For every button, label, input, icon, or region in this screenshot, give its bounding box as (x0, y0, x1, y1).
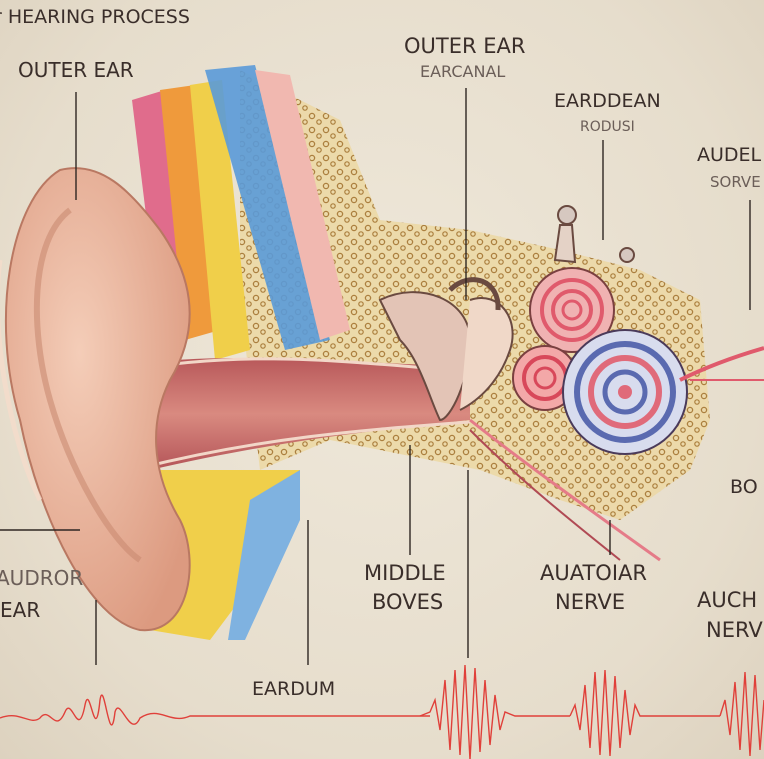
label-nerve: NERVE (555, 590, 626, 614)
layer-yellow (190, 80, 250, 360)
sound-waveform (0, 664, 764, 759)
label-outer-ear-2: OUTER EAR (404, 34, 526, 58)
label-earddean: EARDDEAN (554, 90, 661, 112)
label-middle: MIDDLE (364, 561, 446, 585)
ossicles (378, 291, 472, 422)
label-eardum: EARDUM (252, 678, 336, 700)
layer-orange (160, 85, 220, 340)
diagram-title: r HEARING PROCESS (0, 6, 190, 28)
label-earcanal: EARCANAL (420, 62, 506, 81)
label-boves: BOVES (372, 590, 444, 614)
leader-lines (0, 88, 751, 665)
label-sorve: SORVE (710, 173, 761, 191)
label-auatoiar: AUATOIAR (540, 561, 647, 585)
cochlea-main (562, 329, 688, 455)
label-auch: AUCH (697, 588, 758, 612)
layer-blue (205, 65, 330, 350)
label-outer-ear: OUTER EAR (18, 58, 134, 82)
label-audel: AUDEL (697, 144, 762, 166)
lower-blue (228, 470, 300, 640)
cochlea-upper (529, 267, 615, 353)
ear-canal (100, 358, 470, 470)
auricle (4, 167, 191, 632)
label-rodusi: RODUSI (580, 119, 635, 135)
label-nerv: NERV (706, 618, 763, 642)
label-audror: AUDROR (0, 566, 84, 590)
label-bo: BO (730, 476, 758, 498)
layer-red-dots (255, 70, 350, 340)
auditory-nerve (679, 346, 764, 382)
label-ear: EAR (0, 598, 41, 622)
